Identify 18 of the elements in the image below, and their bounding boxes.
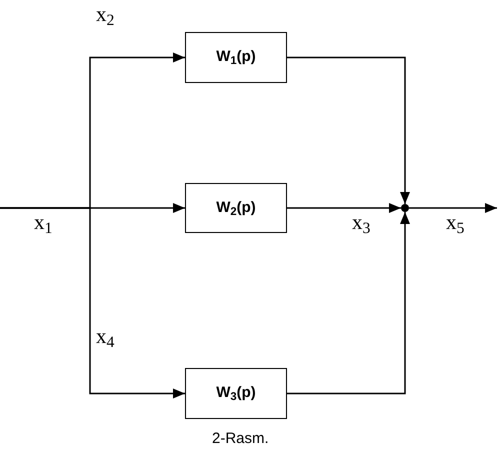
arrow [287,56,410,204]
signal-label: x$_{1}$ [34,212,52,233]
transfer-function-block [185,183,287,233]
block-label: W$_{1}$(p) [216,47,256,69]
block-label: W$_{3}$(p) [216,383,256,405]
summing-point [401,204,409,212]
signal-label: x$_{5}$ [446,212,464,233]
signal-label: x$_{2}$ [96,4,114,25]
transfer-function-block [185,368,287,419]
signal-label: x$_{3}$ [352,212,370,233]
block-label: W$_{2}$(p) [216,198,256,220]
arrow [0,207,185,398]
caption: 2-Rasm. [212,429,269,449]
signal-label: x$_{4}$ [96,326,114,347]
arrow [409,203,497,213]
transfer-function-block [185,32,287,83]
arrow [287,203,401,213]
arrow [287,212,410,394]
